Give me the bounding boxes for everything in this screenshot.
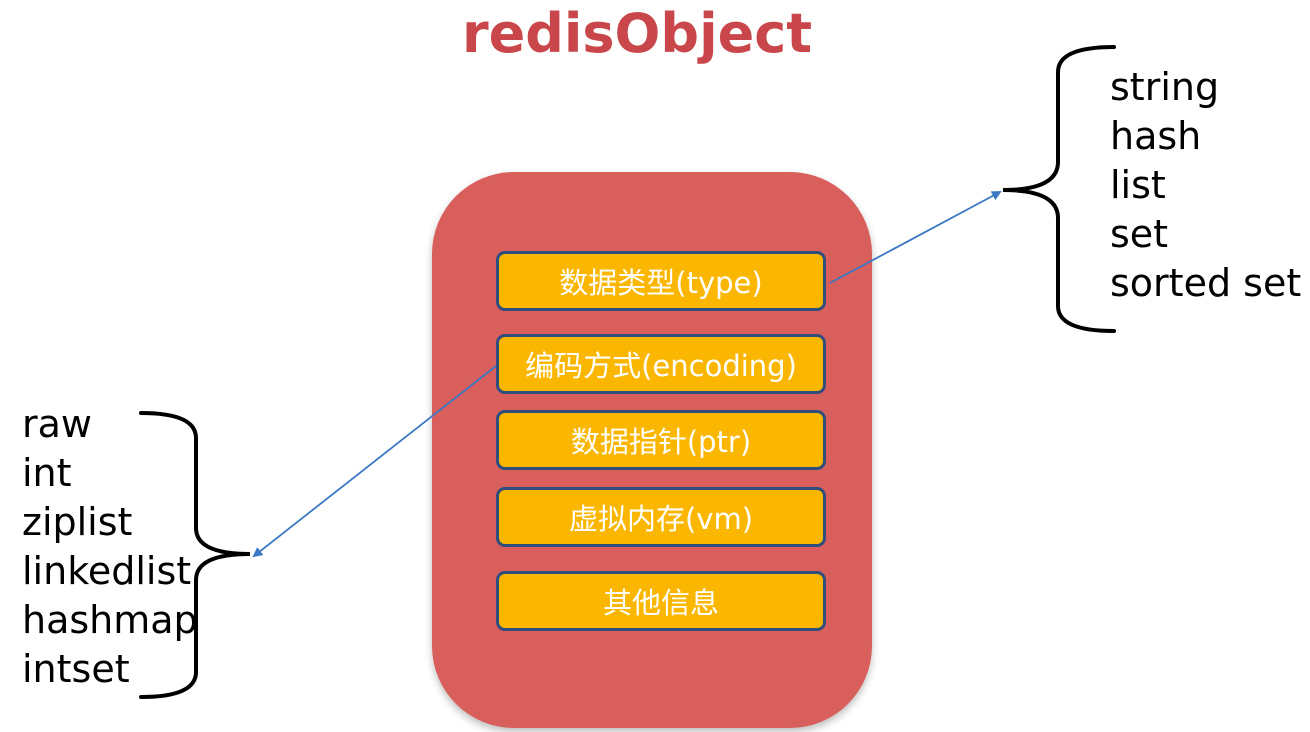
- encoding-list: raw int ziplist linkedlist hashmap intse…: [22, 400, 198, 694]
- encoding-item: raw: [22, 402, 92, 446]
- diagram-title: redisObject: [461, 2, 813, 65]
- field-type: 数据类型(type): [496, 251, 826, 311]
- field-encoding: 编码方式(encoding): [496, 334, 826, 394]
- encoding-item: ziplist: [22, 500, 133, 544]
- type-arrow: [829, 191, 1002, 284]
- type-list: string hash list set sorted set: [1110, 63, 1301, 308]
- type-item: hash: [1110, 114, 1202, 158]
- type-item: sorted set: [1110, 261, 1302, 305]
- encoding-item: int: [22, 451, 72, 495]
- type-item: string: [1110, 65, 1220, 109]
- encoding-arrow: [252, 365, 497, 558]
- field-vm: 虚拟内存(vm): [496, 487, 826, 547]
- type-item: set: [1110, 212, 1169, 256]
- type-item: list: [1110, 163, 1166, 207]
- field-ptr: 数据指针(ptr): [496, 410, 826, 470]
- field-other: 其他信息: [496, 571, 826, 631]
- encoding-item: hashmap: [22, 598, 198, 642]
- type-brace: [1002, 45, 1116, 333]
- encoding-brace: [139, 411, 251, 699]
- encoding-item: linkedlist: [22, 549, 192, 593]
- encoding-item: intset: [22, 647, 130, 691]
